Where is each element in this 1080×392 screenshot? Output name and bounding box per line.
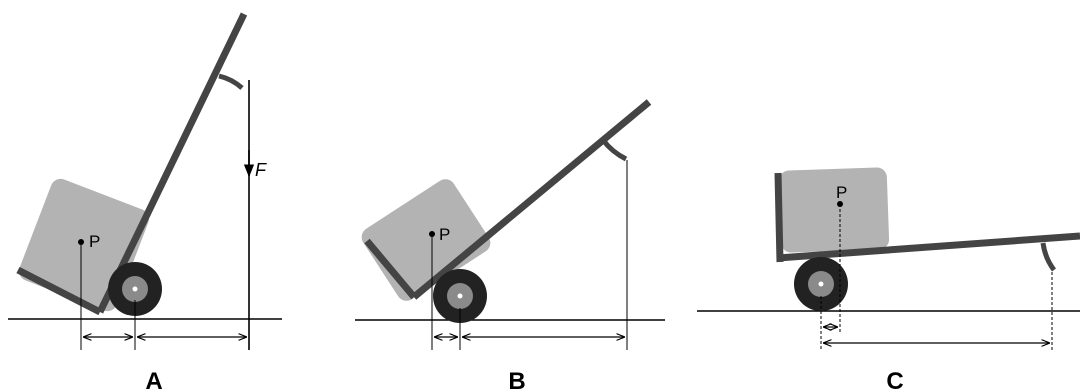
wheel-a <box>108 262 162 316</box>
force-label: F <box>255 160 267 180</box>
panel-label-c: C <box>886 368 903 392</box>
panel-a: P F A <box>8 12 282 392</box>
panel-label-b: B <box>508 368 525 392</box>
wheel-b <box>433 269 487 323</box>
hand-truck-frame-a <box>16 12 248 316</box>
wheel-c <box>794 257 848 311</box>
panel-b: P B <box>355 99 665 392</box>
point-label-c: P <box>836 183 847 202</box>
point-label-b: P <box>439 225 450 244</box>
cargo-box-c <box>778 167 890 253</box>
handle-grip-b <box>601 138 628 162</box>
point-label-a: P <box>89 232 100 251</box>
hand-truck-frame-b <box>364 99 652 300</box>
hand-truck-frame-c <box>774 172 1080 272</box>
handle-grip-a <box>218 73 244 90</box>
handle-grip-c <box>1040 242 1057 272</box>
panel-c: P C <box>697 167 1080 392</box>
panel-label-a: A <box>145 368 162 392</box>
